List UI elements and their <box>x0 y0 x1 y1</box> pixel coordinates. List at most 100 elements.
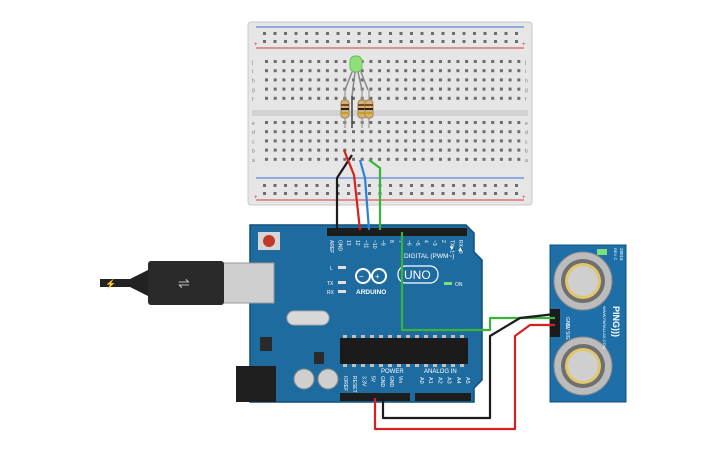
breadboard-hole[interactable] <box>317 148 321 152</box>
rail-hole[interactable] <box>515 32 518 35</box>
rail-hole[interactable] <box>368 184 371 187</box>
rail-hole[interactable] <box>462 32 466 35</box>
breadboard-hole[interactable] <box>334 96 338 100</box>
breadboard-hole[interactable] <box>465 60 469 63</box>
breadboard-hole[interactable] <box>430 130 434 134</box>
breadboard-hole[interactable] <box>508 69 512 73</box>
breadboard-hole[interactable] <box>473 96 477 100</box>
breadboard-hole[interactable] <box>482 121 486 124</box>
usb-cable[interactable] <box>100 270 148 296</box>
breadboard-hole[interactable] <box>308 96 312 100</box>
rail-hole[interactable] <box>263 192 266 195</box>
rail-hole[interactable] <box>357 40 361 43</box>
breadboard-hole[interactable] <box>343 69 347 73</box>
breadboard-hole[interactable] <box>325 87 329 91</box>
breadboard-hole[interactable] <box>491 60 495 63</box>
breadboard-hole[interactable] <box>308 121 312 124</box>
breadboard-hole[interactable] <box>369 87 373 91</box>
breadboard-hole[interactable] <box>404 148 408 152</box>
rail-hole[interactable] <box>294 184 298 187</box>
breadboard-hole[interactable] <box>499 96 503 100</box>
rail-hole[interactable] <box>315 184 319 187</box>
rail-hole[interactable] <box>494 40 497 43</box>
breadboard-hole[interactable] <box>395 148 399 152</box>
rail-hole[interactable] <box>515 40 518 43</box>
breadboard-hole[interactable] <box>517 130 521 134</box>
breadboard-hole[interactable] <box>291 96 295 100</box>
breadboard-hole[interactable] <box>439 139 442 143</box>
breadboard-hole[interactable] <box>308 60 312 63</box>
breadboard-hole[interactable] <box>334 69 338 73</box>
breadboard-hole[interactable] <box>447 60 451 63</box>
rail-hole[interactable] <box>399 192 403 195</box>
breadboard-hole[interactable] <box>412 157 416 161</box>
breadboard-hole[interactable] <box>308 157 312 161</box>
breadboard-hole[interactable] <box>360 69 364 73</box>
wires[interactable] <box>335 149 556 431</box>
breadboard-hole[interactable] <box>282 139 286 143</box>
rail-hole[interactable] <box>389 184 392 187</box>
breadboard-hole[interactable] <box>334 78 338 82</box>
breadboard-hole[interactable] <box>273 96 277 100</box>
rail-hole[interactable] <box>284 32 287 35</box>
rail-hole[interactable] <box>431 192 434 195</box>
rail-hole[interactable] <box>294 192 298 195</box>
breadboard-hole[interactable] <box>343 130 347 134</box>
breadboard-hole[interactable] <box>386 121 390 124</box>
rail-hole[interactable] <box>399 32 403 35</box>
reset-button[interactable] <box>263 235 275 247</box>
rail-hole[interactable] <box>347 184 350 187</box>
breadboard-hole[interactable] <box>421 139 425 143</box>
rail-hole[interactable] <box>357 192 361 195</box>
breadboard-hole[interactable] <box>282 121 286 124</box>
breadboard-hole[interactable] <box>439 87 442 91</box>
rail-hole[interactable] <box>410 192 413 195</box>
breadboard-hole[interactable] <box>412 96 416 100</box>
rail-hole[interactable] <box>305 192 308 195</box>
breadboard-hole[interactable] <box>282 148 286 152</box>
breadboard-hole[interactable] <box>499 148 503 152</box>
breadboard-hole[interactable] <box>499 60 503 63</box>
breadboard-hole[interactable] <box>378 157 382 161</box>
breadboard-hole[interactable] <box>386 69 390 73</box>
breadboard-hole[interactable] <box>465 96 469 100</box>
breadboard-hole[interactable] <box>299 121 303 124</box>
breadboard-hole[interactable] <box>456 87 460 91</box>
breadboard-hole[interactable] <box>308 69 312 73</box>
breadboard-hole[interactable] <box>473 87 477 91</box>
rail-hole[interactable] <box>263 32 266 35</box>
breadboard-hole[interactable] <box>404 96 408 100</box>
breadboard-hole[interactable] <box>517 121 521 124</box>
rail-hole[interactable] <box>399 184 403 187</box>
breadboard-hole[interactable] <box>439 96 442 100</box>
breadboard-hole[interactable] <box>369 78 373 82</box>
breadboard-hole[interactable] <box>343 157 347 161</box>
breadboard-hole[interactable] <box>508 130 512 134</box>
wire-black-gnd-to-sensor[interactable] <box>381 312 556 420</box>
rail-hole[interactable] <box>410 40 413 43</box>
rail-hole[interactable] <box>410 184 413 187</box>
breadboard-hole[interactable] <box>517 69 521 73</box>
breadboard-hole[interactable] <box>352 121 355 124</box>
rail-hole[interactable] <box>284 40 287 43</box>
breadboard-hole[interactable] <box>412 148 416 152</box>
breadboard-hole[interactable] <box>508 87 512 91</box>
breadboard-hole[interactable] <box>412 60 416 63</box>
rail-hole[interactable] <box>515 184 518 187</box>
breadboard-hole[interactable] <box>282 69 286 73</box>
breadboard-hole[interactable] <box>491 130 495 134</box>
breadboard-hole[interactable] <box>386 157 390 161</box>
breadboard-hole[interactable] <box>325 78 329 82</box>
rail-hole[interactable] <box>441 192 445 195</box>
breadboard-hole[interactable] <box>369 130 373 134</box>
breadboard-hole[interactable] <box>360 148 364 152</box>
breadboard-hole[interactable] <box>430 87 434 91</box>
breadboard-hole[interactable] <box>352 157 355 161</box>
breadboard-hole[interactable] <box>517 157 521 161</box>
breadboard-hole[interactable] <box>447 121 451 124</box>
breadboard-hole[interactable] <box>291 139 295 143</box>
breadboard-hole[interactable] <box>456 130 460 134</box>
rail-hole[interactable] <box>473 192 476 195</box>
breadboard-hole[interactable] <box>404 78 408 82</box>
rail-hole[interactable] <box>347 192 350 195</box>
